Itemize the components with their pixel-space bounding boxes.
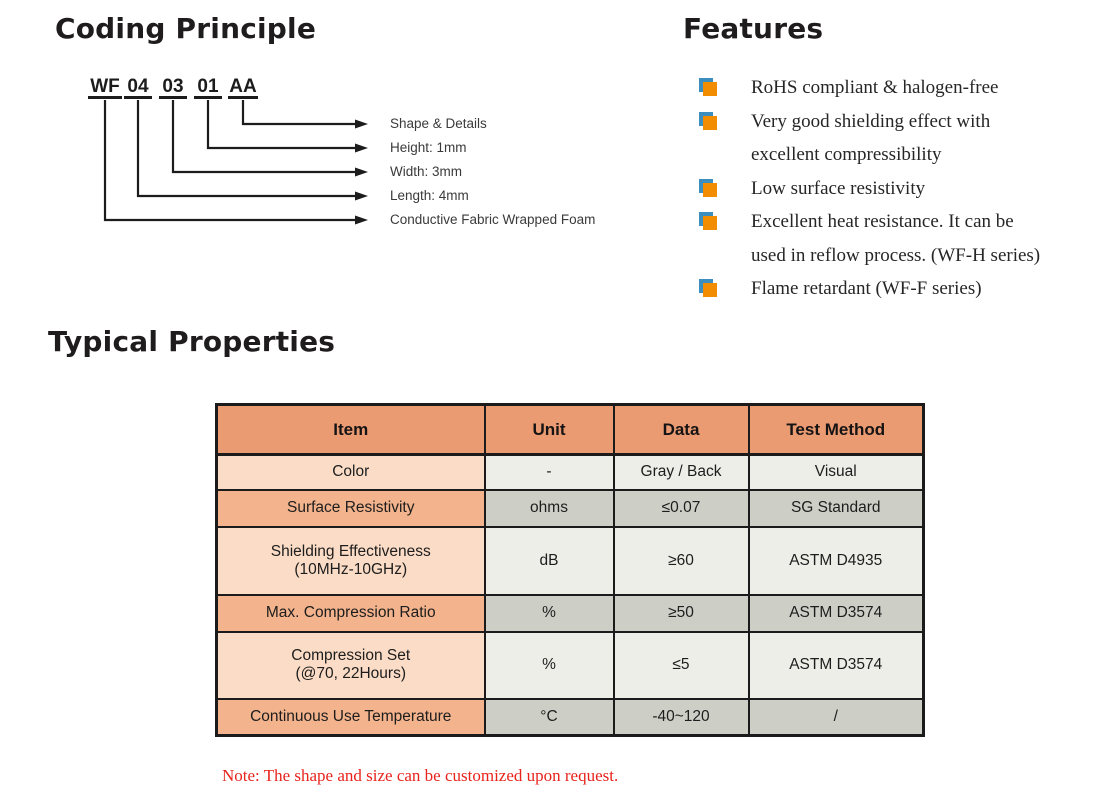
feature-item: Very good shielding effect with excellen… [699,105,1099,172]
bullet-square-icon [699,212,718,231]
table-cell: % [483,593,615,633]
coding-diagram-lines [103,100,368,225]
feature-text: Flame retardant (WF-F series) [751,278,982,299]
table-cell: ≥50 [612,593,750,633]
table-cell: ≤0.07 [612,488,750,528]
code-segment: WF [88,76,122,99]
feature-text: Low surface resistivity [751,177,926,199]
table-cell: SG Standard [747,488,925,528]
coding-principle-title: Coding Principle [55,12,317,45]
diagram-label: Shape & Details [390,116,487,131]
diagram-label: Length: 4mm [390,188,469,203]
table-cell: ohms [483,488,615,528]
table-cell: Visual [747,453,925,491]
table-cell: ≥60 [612,525,750,596]
code-segment: 01 [194,76,222,99]
code-segment: 04 [124,76,152,99]
bullet-square-icon [699,111,718,131]
arrow-icon [355,119,368,225]
table-row: Shielding Effectiveness (10MHz-10GHz)dB≥… [215,525,925,596]
table-cell: -40~120 [612,697,750,737]
table-cell: Surface Resistivity [215,488,486,528]
table-cell: ≤5 [612,630,750,700]
table-cell: Gray / Back [612,453,750,491]
table-note: Note: The shape and size can be customiz… [222,766,619,785]
table-cell: ASTM D4935 [747,525,925,596]
feature-item: Flame retardant (WF-F series) [699,272,1099,306]
column-header: Unit [483,403,615,456]
diagram-label: Conductive Fabric Wrapped Foam [390,212,596,227]
feature-text: Very good shielding effect with excellen… [751,110,991,166]
bullet-square-icon [699,279,718,298]
table-cell: ASTM D3574 [747,593,925,633]
diagram-label: Height: 1mm [390,140,467,155]
table-row: Continuous Use Temperature°C-40~120/ [215,697,925,737]
column-header: Test Method [747,403,925,456]
feature-text: Excellent heat resistance. It can be use… [751,211,1041,266]
code-segment: 03 [159,76,187,99]
table-cell: Compression Set (@70, 22Hours) [215,630,486,700]
table-cell: dB [483,525,615,596]
feature-item: Excellent heat resistance. It can be use… [699,205,1099,272]
code-segment: AA [228,76,258,99]
table-cell: - [483,453,615,491]
table-cell: / [747,697,925,737]
diagram-label: Width: 3mm [390,164,463,179]
feature-text: RoHS compliant & halogen-free [751,77,999,98]
table-cell: ASTM D3574 [747,630,925,700]
column-header: Item [215,403,486,456]
feature-item: Low surface resistivity [699,172,1099,206]
typical-properties-title: Typical Properties [48,325,336,358]
table-cell: Color [215,453,486,491]
table-cell: Max. Compression Ratio [215,593,486,633]
table-cell: Continuous Use Temperature [215,697,486,737]
table-cell: Shielding Effectiveness (10MHz-10GHz) [215,525,486,596]
features-title: Features [683,12,824,45]
table-cell: % [483,630,615,700]
column-header: Data [612,403,750,456]
feature-item: RoHS compliant & halogen-free [699,71,1099,105]
bullet-square-icon [699,178,718,198]
table-cell: °C [483,697,615,737]
bullet-square-icon [699,78,718,97]
